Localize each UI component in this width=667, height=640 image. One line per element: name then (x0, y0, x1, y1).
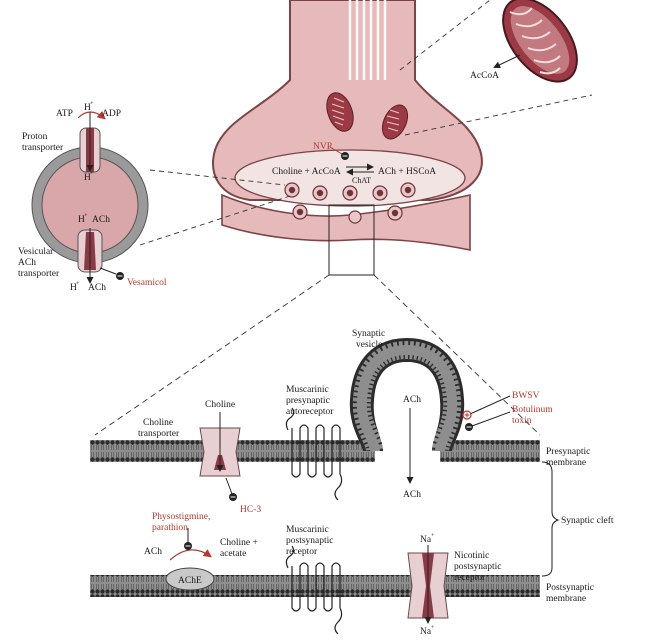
proton-transporter-label-1: Proton (22, 132, 48, 142)
mitochondrion-left (326, 92, 354, 132)
postsynaptic-label-1: Postsynaptic (546, 583, 594, 593)
musc-pre-label-3: autoreceptor (286, 407, 334, 417)
nicotinic-label-2: postsynaptic (454, 562, 502, 572)
h-plus-inside-label: H (84, 173, 91, 183)
nicotinic-label-3: receptor (454, 573, 486, 583)
atp-label: ATP (56, 109, 73, 119)
musc-post-label-2: postsynaptic (286, 536, 334, 546)
choline-transporter-label-1: Choline (143, 418, 173, 428)
botulinum-inhibit-icon (465, 411, 511, 431)
bwsv-label: BWSV (512, 391, 540, 401)
bwsv-stimulate-icon (462, 395, 511, 420)
svg-text:+: + (76, 280, 80, 287)
svg-text:+: + (90, 170, 94, 177)
ach-hydrolysis-arrow (169, 549, 212, 561)
nicotinic-label-1: Nicotinic (454, 551, 489, 561)
vat-label-2: ACh (18, 258, 36, 268)
adp-label: ADP (102, 109, 121, 119)
hc3-label: HC-3 (240, 505, 261, 515)
svg-text:+: + (84, 212, 88, 219)
svg-text:+: + (431, 532, 435, 539)
h-plus-top-label: H (84, 103, 91, 113)
fusing-vesicle (349, 337, 465, 453)
muscarinic-postsynaptic-receptor-icon (285, 545, 343, 635)
botulinum-label-2: toxin (512, 416, 532, 426)
ache-label: AChE (178, 576, 202, 586)
synaptic-cleft-label: Synaptic cleft (561, 515, 614, 526)
physostigmine-label-1: Physostigmine, (152, 512, 210, 522)
choline-acetate-label-1: Choline + (220, 538, 258, 548)
synaptic-vesicle-label-2: vesicle (356, 340, 382, 350)
vat-label-3: transporter (18, 269, 60, 279)
vesamicol-label: Vesamicol (127, 278, 167, 288)
nvp-label: NVP (313, 142, 332, 152)
presynaptic-label-1: Presynaptic (546, 447, 590, 457)
superscript-plus-marks: + + + + + + (76, 100, 435, 631)
reaction-arrows (346, 163, 374, 176)
ach-cleft-label: ACh (403, 490, 421, 500)
postsynaptic-cell-top (221, 193, 471, 251)
choline-acetate-label-2: acetate (220, 549, 246, 559)
botulinum-label-1: Botulinum (512, 405, 553, 415)
muscarinic-autoreceptor-icon (285, 407, 343, 501)
physostigmine-inhibit-icon (184, 528, 192, 550)
vat-label-1: Vesicular (18, 247, 54, 257)
hc3-inhibit-icon (225, 477, 237, 501)
musc-pre-label-2: presynaptic (286, 396, 330, 406)
h-plus-vat-label: H (78, 215, 85, 225)
zoom-lines-mito (399, 0, 593, 136)
musc-post-label-3: receptor (286, 547, 318, 557)
mitochondrion-enlarged (502, 0, 578, 83)
synaptic-vesicles-terminal (284, 182, 416, 224)
ach-ache-label: ACh (144, 547, 162, 557)
synaptic-vesicle-label-1: Synaptic (352, 329, 385, 339)
choline-transporter-label-2: transporter (138, 429, 180, 439)
ach-vesicle-label: ACh (403, 395, 421, 405)
choline-top-label: Choline (205, 400, 235, 410)
atp-adp-arrow (77, 110, 106, 120)
reaction-left: Choline + AcCoA (272, 167, 341, 177)
na-top-label: Na (420, 535, 432, 545)
svg-text:+: + (90, 100, 94, 107)
musc-post-label-1: Muscarinic (286, 525, 329, 535)
svg-text:+: + (431, 624, 435, 631)
synaptic-cleft-bracket (541, 461, 560, 577)
proton-transporter-label-2: transporter (22, 143, 64, 153)
na-bottom-label: Na (420, 627, 432, 637)
zoom-lines-synapse (94, 274, 541, 436)
vesicle-detail (31, 127, 149, 273)
musc-pre-label-1: Muscarinic (286, 385, 329, 395)
ache-enzyme-icon (165, 567, 215, 591)
acco-a-mito-label: AcCoA (470, 71, 499, 81)
presynaptic-membrane-right (440, 440, 540, 462)
postsynaptic-label-2: membrane (546, 594, 586, 604)
zoom-lines-vesicle (139, 169, 291, 246)
mitochondrion-right (381, 104, 409, 140)
chat-label: ChAT (352, 176, 371, 185)
zoom-box (328, 204, 375, 276)
ach-vat-top-label: ACh (92, 215, 110, 225)
ach-vat-bottom-label: ACh (88, 283, 106, 293)
nvp-inhibit-icon (329, 146, 349, 160)
reaction-right: ACh + HSCoA (378, 167, 436, 177)
physostigmine-label-2: parathion (152, 523, 188, 533)
presynaptic-label-2: membrane (546, 458, 586, 468)
acco-a-arrow (493, 54, 521, 68)
h-plus-bottom-label: H (70, 283, 77, 293)
vesamicol-inhibit-icon (99, 267, 124, 280)
